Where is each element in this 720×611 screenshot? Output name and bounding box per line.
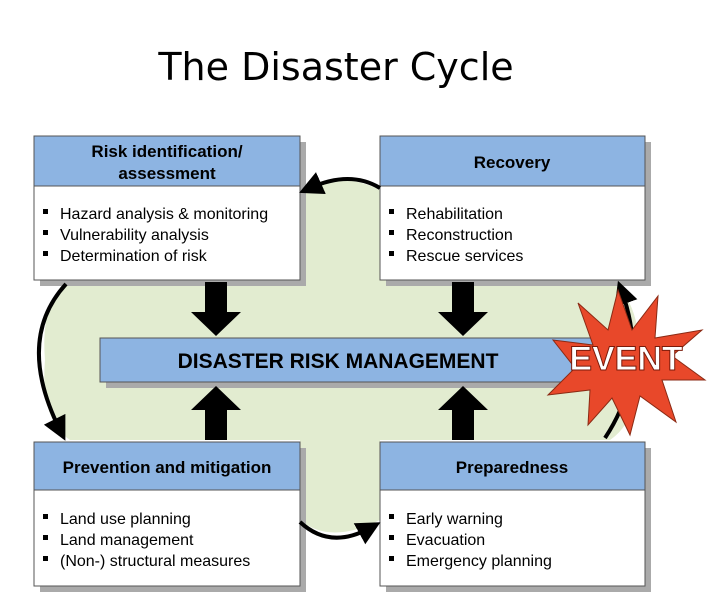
box-title: Recovery xyxy=(474,153,551,172)
list-item: Vulnerability analysis xyxy=(60,227,209,244)
disaster-risk-management-bar: DISASTER RISK MANAGEMENT xyxy=(99,337,606,388)
box-title: assessment xyxy=(118,164,216,183)
page-title: The Disaster Cycle xyxy=(157,45,513,89)
box-title: Prevention and mitigation xyxy=(63,458,272,477)
arrow-down-icon xyxy=(191,282,241,336)
center-label: DISASTER RISK MANAGEMENT xyxy=(178,350,499,373)
event-starburst: EVENT xyxy=(546,288,707,437)
list-item: Emergency planning xyxy=(406,553,552,570)
curved-arrow-icon xyxy=(298,520,381,545)
arrow-up-icon xyxy=(438,386,488,440)
arrow-down-icon xyxy=(438,282,488,336)
box-preparedness: Preparedness Early warning Evacuation Em… xyxy=(379,441,651,592)
box-title: Risk identification/ xyxy=(91,142,242,161)
event-label: EVENT xyxy=(569,340,683,378)
box-risk-identification: Risk identification/ assessment Hazard a… xyxy=(33,135,306,286)
list-item: Reconstruction xyxy=(406,227,513,244)
list-item: Land use planning xyxy=(60,511,191,528)
box-prevention-mitigation: Prevention and mitigation Land use plann… xyxy=(33,441,306,592)
list-item: Rehabilitation xyxy=(406,206,503,223)
list-item: Early warning xyxy=(406,511,503,528)
list-item: Land management xyxy=(60,532,194,549)
box-title: Preparedness xyxy=(456,458,568,477)
list-item: Rescue services xyxy=(406,248,523,265)
curved-arrow-icon xyxy=(36,282,68,441)
arrow-up-icon xyxy=(191,386,241,440)
list-item: Evacuation xyxy=(406,532,485,549)
list-item: Hazard analysis & monitoring xyxy=(60,206,268,223)
box-recovery: Recovery Rehabilitation Reconstruction R… xyxy=(379,135,651,286)
list-item: Determination of risk xyxy=(60,248,208,265)
list-item: (Non-) structural measures xyxy=(60,553,250,570)
curved-arrow-icon xyxy=(299,172,382,195)
